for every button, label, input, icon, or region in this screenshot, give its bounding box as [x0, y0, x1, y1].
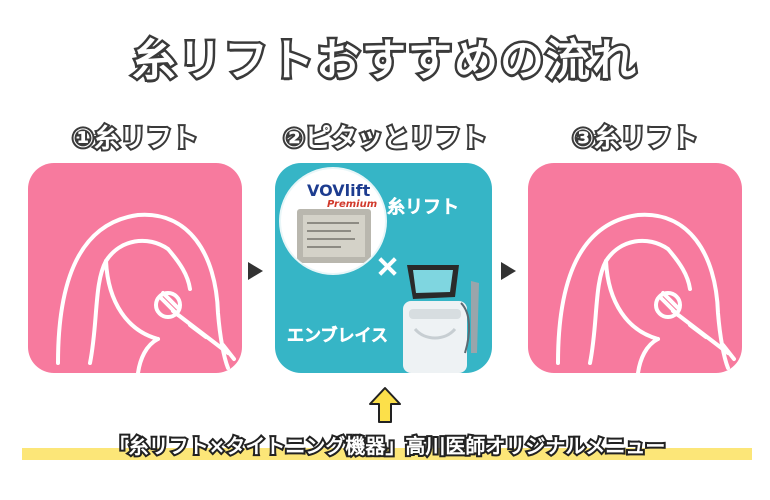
caption-highlight	[22, 448, 752, 460]
arrow-right-1-icon	[248, 262, 263, 280]
step-3-tile	[528, 163, 742, 373]
device-image	[403, 265, 479, 373]
face-thread-lift-icon	[556, 212, 736, 373]
product-brand: VOVlift	[307, 181, 371, 200]
page-title: 糸リフトおすすめの流れ	[130, 33, 639, 89]
product-package-icon	[297, 209, 371, 263]
times-symbol: ×	[375, 249, 401, 285]
product-sub: Premium	[327, 199, 378, 210]
device-label: エンブレイス	[287, 326, 388, 347]
step-label-1: ①糸リフト	[70, 122, 200, 156]
arrow-right-2-icon	[501, 262, 516, 280]
caption-text: 「糸リフト×タイトニング機器」高川医師オリジナルメニュー	[107, 432, 668, 460]
step-2-tile: VOVlift Premium 糸リフト × エンブレイス	[275, 163, 492, 373]
product-package-image: VOVlift Premium	[281, 169, 385, 273]
up-arrow-icon	[369, 387, 401, 423]
step-1-tile	[28, 163, 242, 373]
step-label-3: ③糸リフト	[570, 122, 700, 156]
thread-lift-label: 糸リフト	[387, 197, 460, 219]
face-thread-lift-icon	[56, 212, 236, 373]
step-label-2: ②ピタッとリフト	[281, 122, 489, 156]
bottom-caption: 「糸リフト×タイトニング機器」高川医師オリジナルメニュー	[22, 430, 752, 462]
